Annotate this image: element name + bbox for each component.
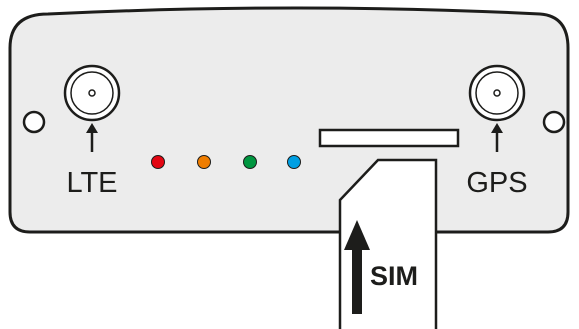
sim-insert-arrow-icon [344,220,370,314]
mounting-hole-right [542,110,566,134]
mounting-hole-left [22,110,46,134]
lte-arrow-icon [86,123,98,152]
gps-arrow-icon [491,123,503,152]
gps-antenna-connector [468,64,526,122]
lte-label: LTE [66,167,117,199]
led-blue [287,155,301,169]
sim-slot [318,128,460,148]
gps-label: GPS [466,167,527,199]
sim-label: SIM [370,261,418,291]
led-orange [197,155,211,169]
led-green [243,155,257,169]
sim-card [338,158,438,329]
led-red [151,155,165,169]
lte-antenna-connector [63,64,121,122]
